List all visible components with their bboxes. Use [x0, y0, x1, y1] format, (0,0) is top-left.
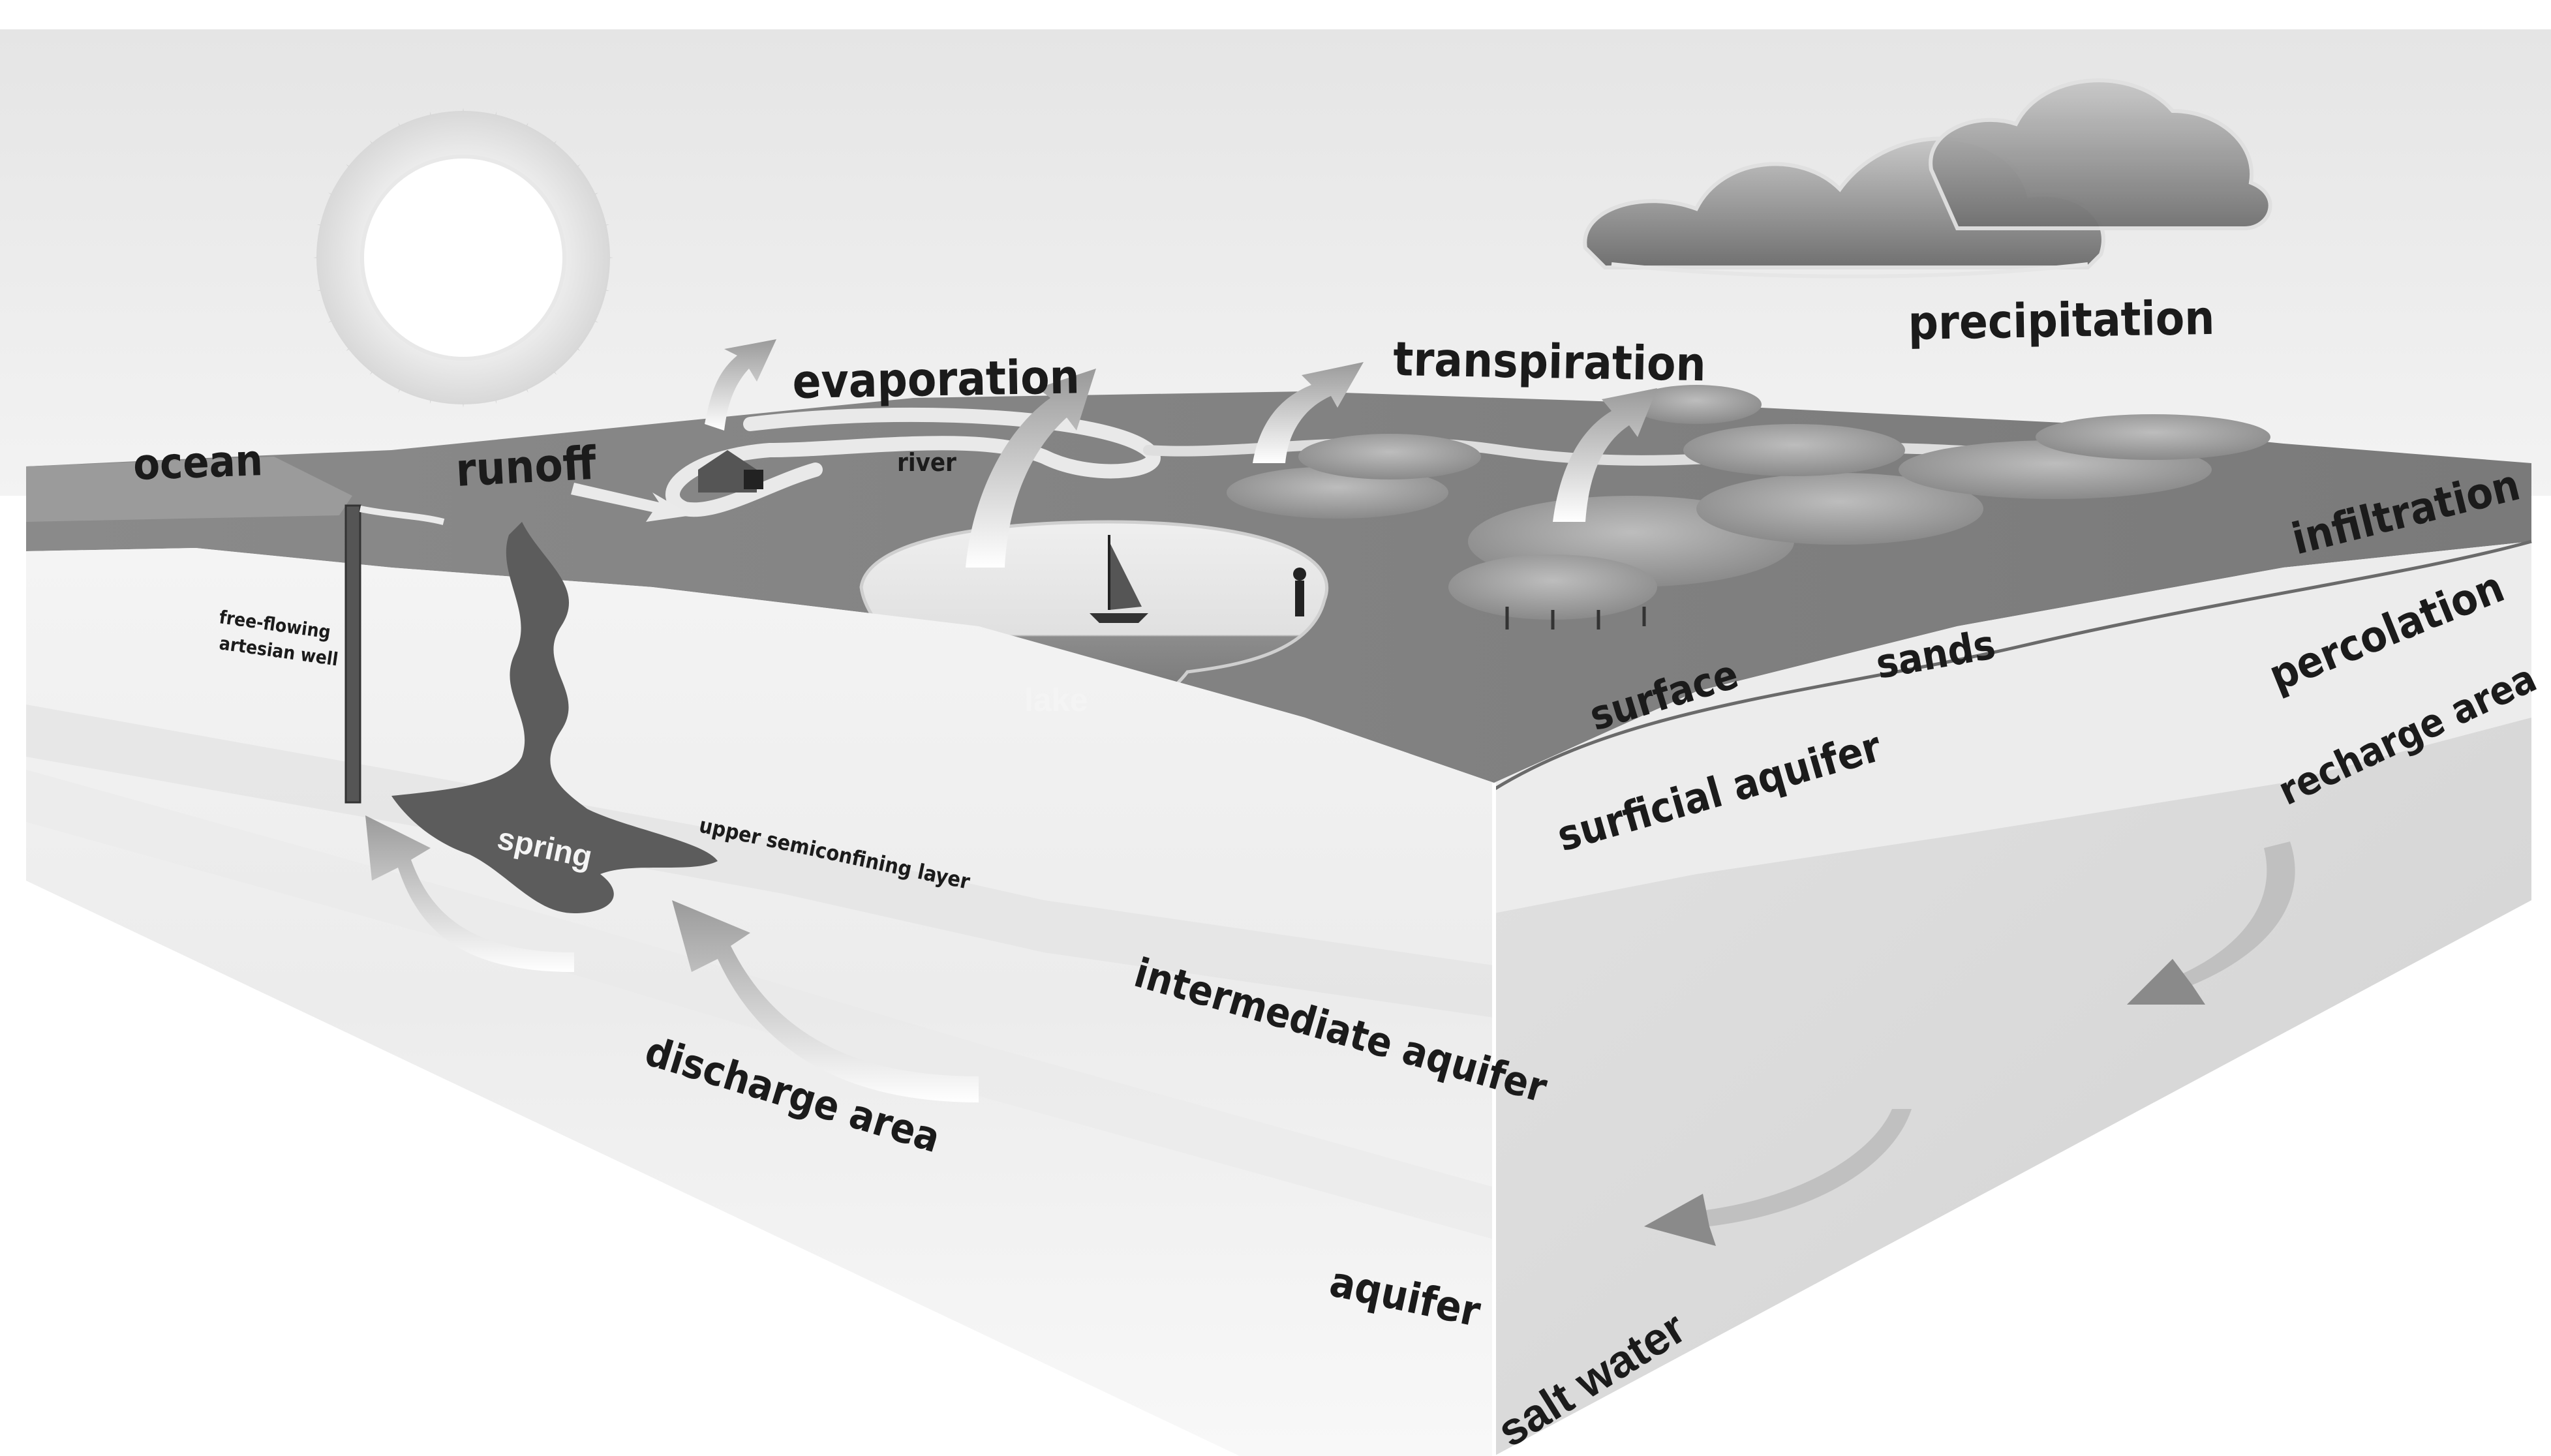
artesian-well: [346, 506, 360, 802]
label-runoff: runoff: [455, 436, 598, 497]
label-river: river: [897, 448, 956, 477]
label-precipitation: precipitation: [1908, 290, 2215, 350]
label-evaporation: evaporation: [792, 349, 1080, 409]
label-ocean: ocean: [132, 435, 264, 490]
white-margin: [0, 0, 2551, 29]
label-transpiration: transpiration: [1393, 331, 1707, 391]
lighthouse-icon: [1293, 568, 1306, 616]
label-lake: lake: [1024, 682, 1088, 718]
